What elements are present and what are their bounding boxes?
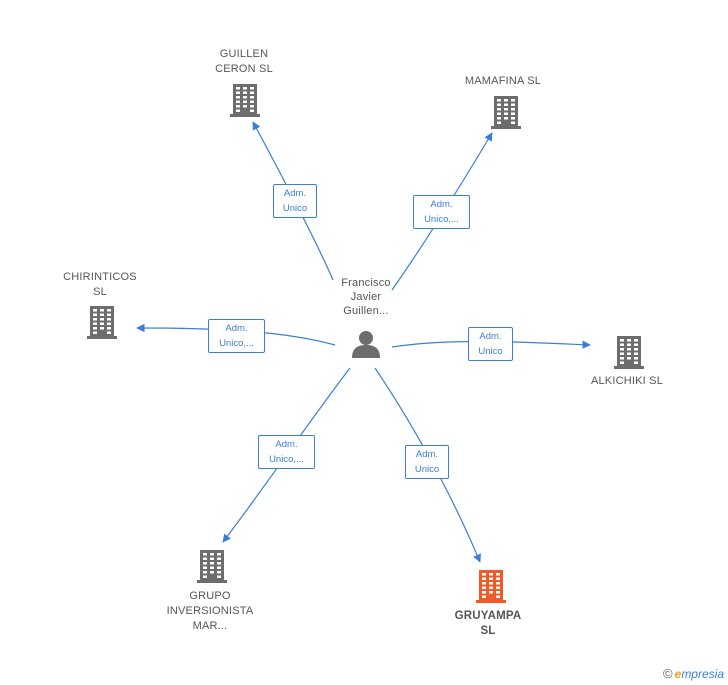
building-icon-mamafina[interactable] bbox=[491, 96, 521, 129]
edge-label-chirinticos: Adm. Unico,... bbox=[208, 319, 265, 353]
footer-brand: ©empresia bbox=[663, 666, 724, 681]
brand-logo-e: e bbox=[674, 667, 682, 681]
person-icon[interactable] bbox=[352, 331, 380, 358]
building-icon-guillen[interactable] bbox=[230, 84, 260, 117]
edge-label-gruyampa: Adm. Unico bbox=[405, 445, 449, 479]
edge-label-mamafina: Adm. Unico,... bbox=[413, 195, 470, 229]
edge-label-grupo: Adm. Unico,... bbox=[258, 435, 315, 469]
building-icon-grupo[interactable] bbox=[197, 550, 227, 583]
node-label-gruyampa[interactable]: GRUYAMPA SL bbox=[454, 610, 522, 637]
person-label[interactable]: Francisco Javier Guillen... bbox=[341, 277, 391, 317]
node-label-grupo[interactable]: GRUPO INVERSIONISTA MAR... bbox=[166, 590, 254, 632]
copyright-symbol: © bbox=[663, 666, 673, 681]
building-icon-gruyampa[interactable] bbox=[476, 570, 506, 603]
brand-logo-text: mpresia bbox=[681, 667, 724, 681]
node-label-mamafina[interactable]: MAMAFINA SL bbox=[464, 75, 542, 87]
node-label-chirinticos[interactable]: CHIRINTICOS SL bbox=[63, 271, 137, 298]
building-icon-chirinticos[interactable] bbox=[87, 306, 117, 339]
edge-label-guillen: Adm. Unico bbox=[273, 184, 317, 218]
edge-guillen bbox=[252, 121, 334, 281]
node-label-alkichiki[interactable]: ALKICHIKI SL bbox=[590, 375, 664, 387]
edge-label-alkichiki: Adm. Unico bbox=[468, 327, 513, 361]
node-label-guillen[interactable]: GUILLEN CERON SL bbox=[215, 48, 273, 75]
building-icon-alkichiki[interactable] bbox=[614, 336, 644, 369]
